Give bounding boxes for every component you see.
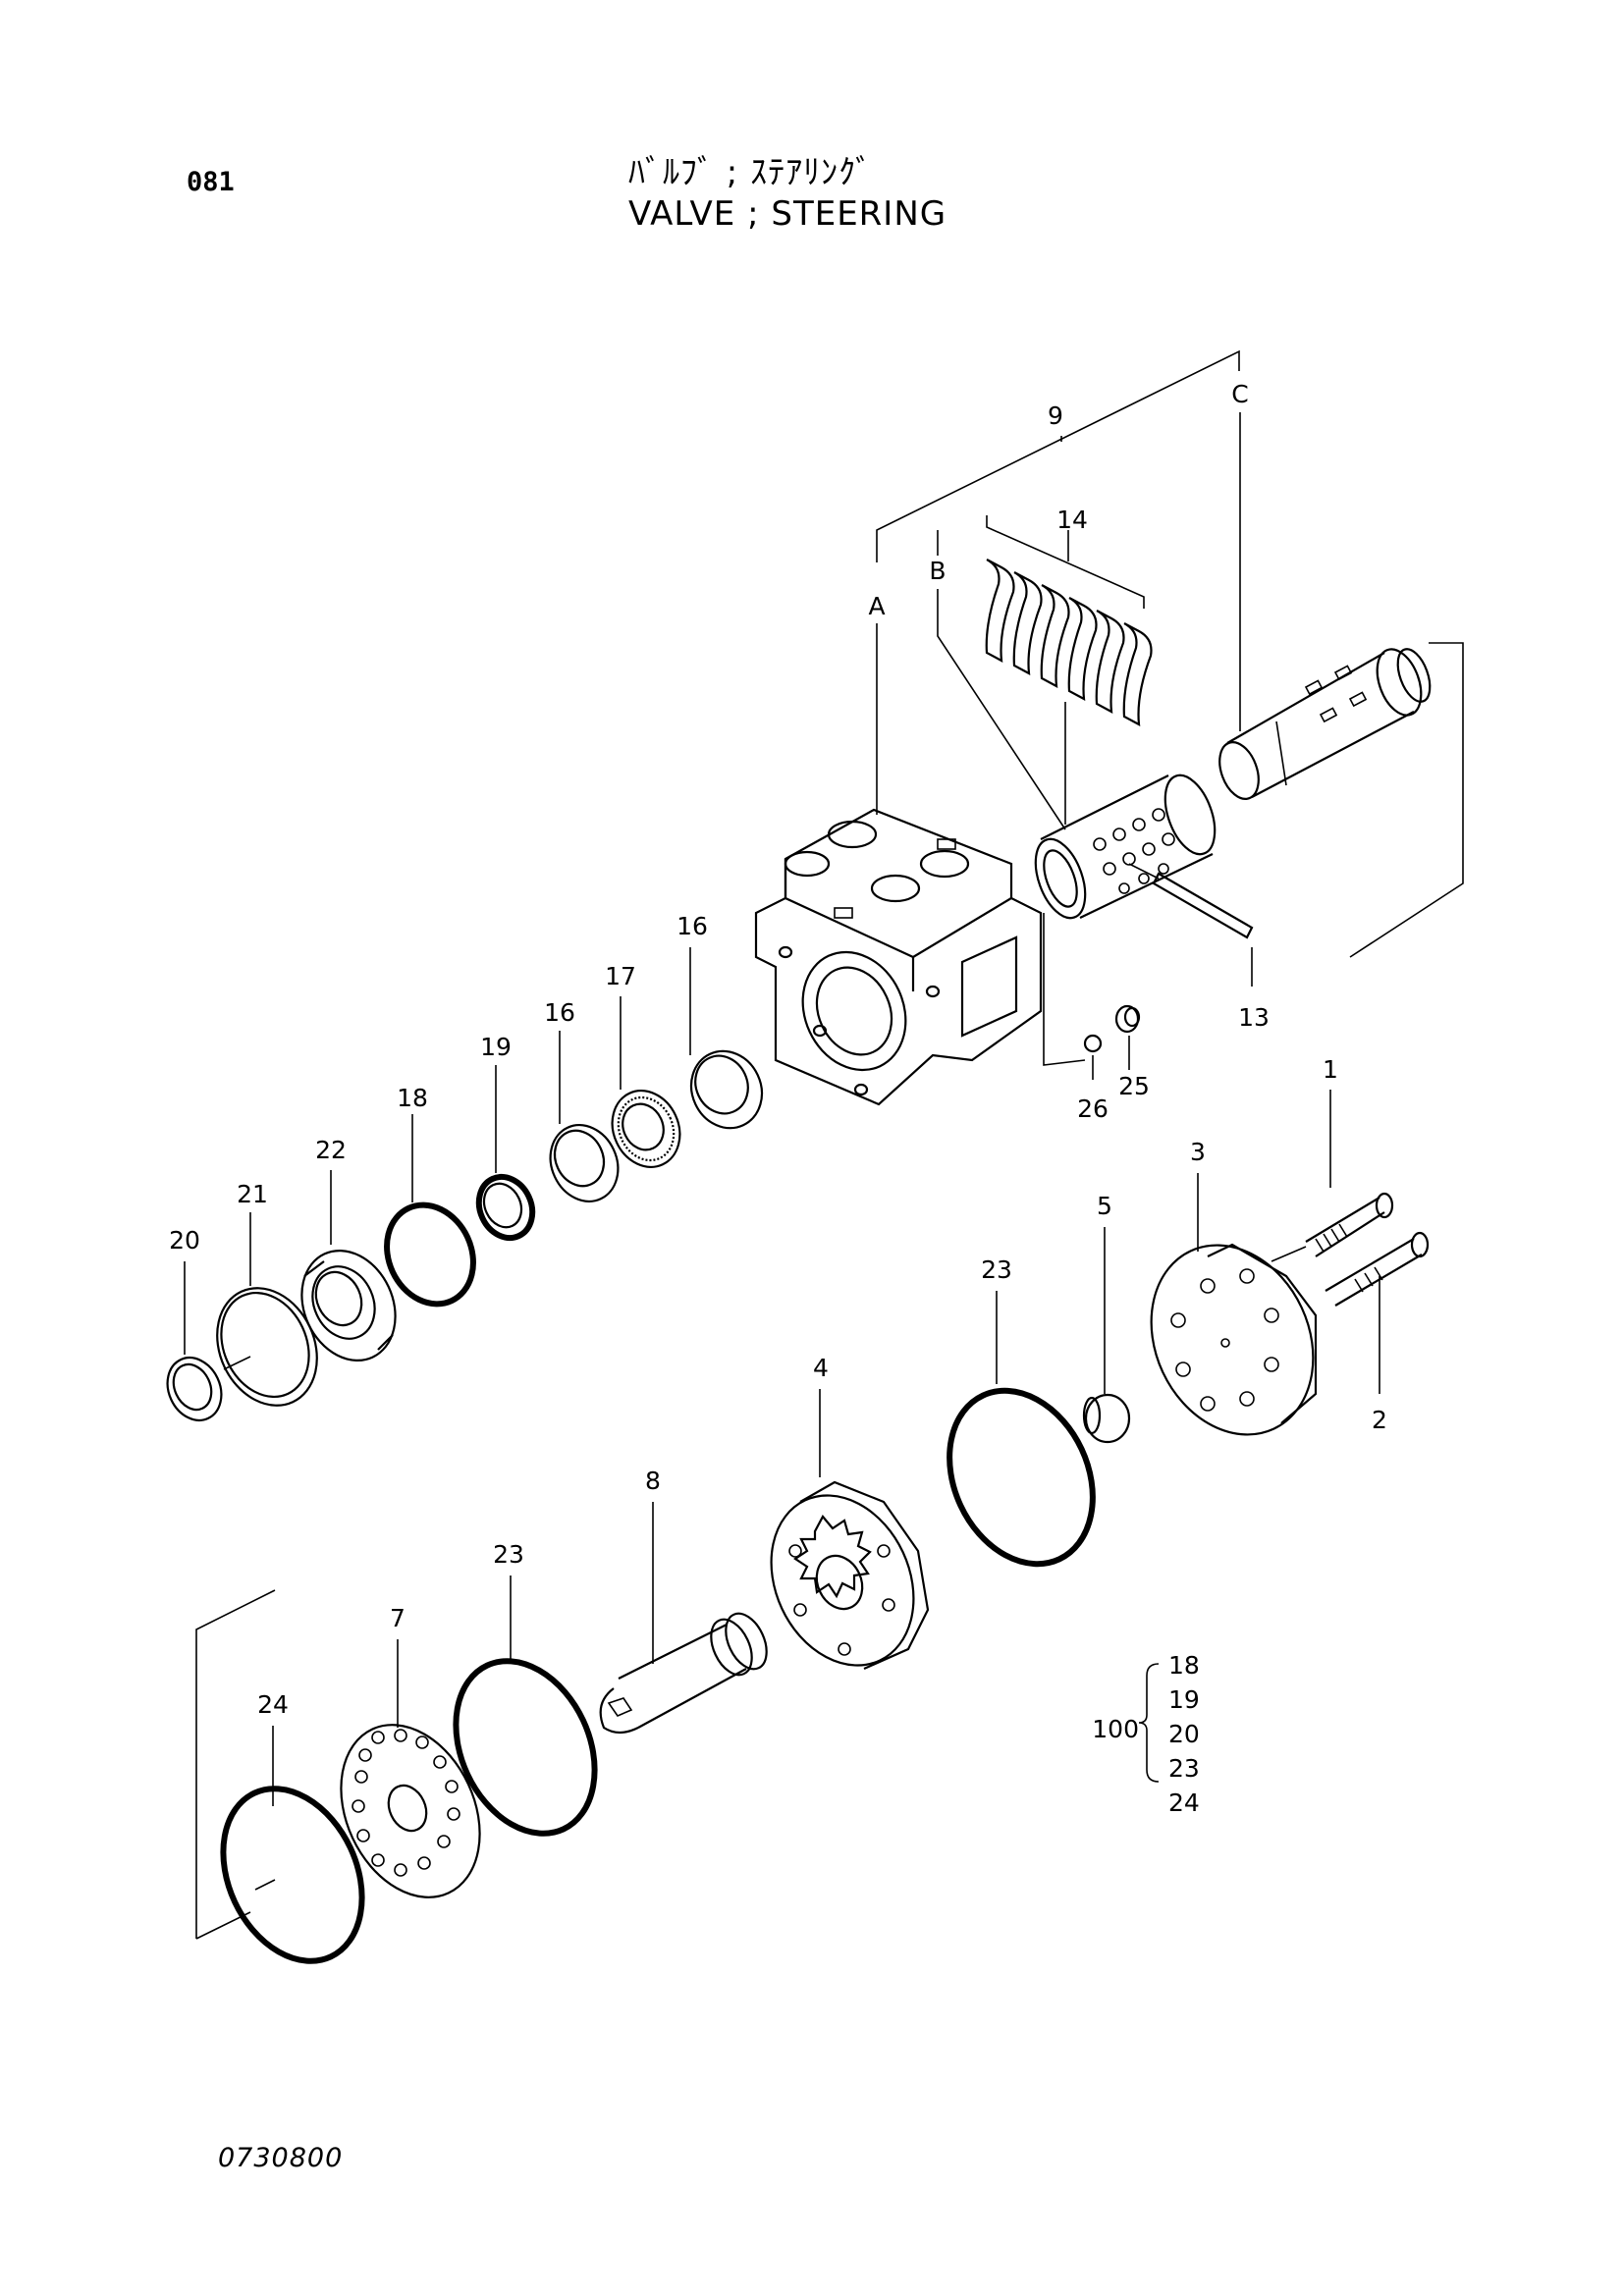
valve-sleeve [1034, 774, 1217, 920]
valve-plate-7 [340, 1724, 481, 1898]
bolt-2 [1325, 1231, 1430, 1307]
plug-5 [1082, 1393, 1131, 1444]
callout-23-lower: 23 [493, 1540, 524, 1569]
end-cap-3 [1150, 1243, 1318, 1436]
housing-bracket [1043, 913, 1086, 1066]
callout-2: 2 [1372, 1406, 1387, 1434]
kit-item-1: 18 [1168, 1651, 1200, 1680]
washer-16-left [549, 1124, 620, 1202]
o-ring-18 [384, 1201, 476, 1308]
bolt-1 [1271, 1192, 1394, 1262]
thrust-bearing-17 [611, 1090, 681, 1168]
callout-8: 8 [645, 1467, 661, 1495]
gear-set-4 [770, 1480, 930, 1671]
pin-13 [1128, 863, 1254, 987]
callout-14: 14 [1056, 506, 1088, 534]
o-ring-23-lower [453, 1658, 598, 1837]
title-japanese: ﾊﾞﾙﾌﾞ ; ｽﾃｱﾘﾝｸﾞ [628, 153, 874, 192]
callout-16-right: 16 [676, 912, 708, 940]
callout-22: 22 [315, 1136, 347, 1164]
callout-21: 21 [237, 1180, 268, 1208]
washer-16-right [689, 1049, 764, 1130]
upper-axis-line [223, 1356, 251, 1370]
seal-20 [166, 1357, 223, 1421]
callout-23-upper: 23 [981, 1255, 1012, 1284]
leader-B [937, 589, 1066, 830]
kit-item-4: 23 [1168, 1754, 1200, 1783]
callout-C: C [1231, 380, 1248, 408]
drive-shaft-8 [599, 1612, 768, 1735]
o-ring-24 [220, 1786, 365, 1964]
callout-20: 20 [169, 1226, 200, 1255]
callout-4: 4 [813, 1354, 829, 1382]
kit-item-5: 24 [1168, 1789, 1200, 1817]
seal-19 [475, 1173, 536, 1242]
kit-100-group: 100 18 19 20 23 24 [1092, 1651, 1200, 1817]
drawing-code: 0730800 [218, 2143, 344, 2173]
kit-brace [1138, 1663, 1160, 1783]
kit-item-3: 20 [1168, 1720, 1200, 1748]
callout-26: 26 [1077, 1095, 1109, 1123]
callout-7: 7 [390, 1604, 406, 1632]
lower-axis-line [254, 1879, 276, 1891]
kit-item-2: 19 [1168, 1685, 1200, 1714]
ball-26 [1083, 1034, 1103, 1053]
callout-25: 25 [1118, 1072, 1150, 1100]
springs-14 [985, 515, 1153, 825]
valve-housing [754, 808, 1043, 1106]
callout-B: B [929, 557, 946, 585]
callout-A: A [868, 592, 885, 620]
assembly-9-bracket [876, 349, 1240, 562]
o-ring-23-upper [947, 1387, 1096, 1568]
callout-9: 9 [1048, 401, 1063, 430]
spool-bracket [1349, 642, 1464, 958]
callout-24: 24 [257, 1690, 289, 1719]
callout-5: 5 [1097, 1192, 1112, 1220]
valve-spool [1218, 648, 1432, 800]
page-number: 081 [187, 167, 235, 197]
callout-19: 19 [480, 1033, 512, 1061]
callout-3: 3 [1190, 1138, 1206, 1166]
kit-label: 100 [1092, 1715, 1139, 1743]
callout-16-left: 16 [544, 998, 575, 1027]
title-english: VALVE ; STEERING [628, 194, 947, 234]
ring-21 [216, 1287, 318, 1407]
lower-bracket-foot [195, 1911, 251, 1940]
callout-17: 17 [605, 962, 636, 990]
lower-bracket [195, 1589, 276, 1939]
plug-25 [1114, 1004, 1141, 1034]
callout-13: 13 [1238, 1003, 1270, 1032]
callout-18: 18 [397, 1084, 428, 1112]
callout-1: 1 [1323, 1055, 1338, 1084]
cap-22 [300, 1249, 397, 1362]
